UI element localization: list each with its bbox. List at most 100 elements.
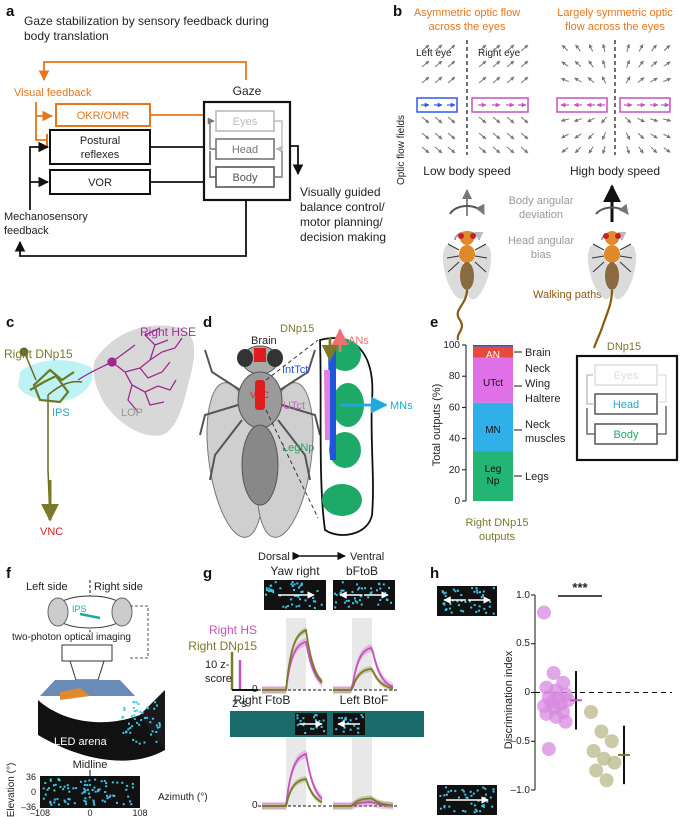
stimulus-dot: [123, 707, 126, 709]
led-arena-label: LED arena: [54, 736, 107, 748]
flow-vector: [506, 132, 515, 140]
haltere-target-label: Haltere: [525, 393, 560, 405]
brain-label: Brain: [251, 335, 277, 347]
stimulus-dot: [457, 589, 459, 592]
stimulus-dot: [367, 596, 370, 599]
stimulus-period: [286, 734, 306, 806]
stimulus-dot: [136, 709, 139, 712]
stimulus-dot: [466, 796, 469, 799]
flow-vector: [520, 146, 529, 154]
flow-vector: [588, 60, 594, 68]
time-scale-label: 2 s: [232, 698, 247, 710]
stimulus-dot: [44, 793, 47, 796]
high-speed-label: High body speed: [570, 164, 660, 178]
stimulus-dot: [101, 799, 104, 802]
rotation-arrow-low: [449, 203, 485, 215]
panel-d-label: d: [203, 314, 212, 331]
panel-g-label: g: [203, 565, 212, 582]
flow-vector: [637, 117, 645, 123]
stimulus-dot: [86, 784, 89, 787]
gaze-label: Gaze: [233, 84, 262, 98]
flow-vector: [626, 59, 631, 68]
midline-label: Midline: [73, 759, 108, 771]
stimulus-dot: [92, 799, 95, 802]
stimulus-dot: [359, 595, 362, 598]
stimulus-dot: [482, 786, 485, 789]
stimulus-dot: [293, 589, 295, 591]
flow-vector: [447, 132, 456, 140]
stimulus-dot: [342, 589, 345, 592]
stimulus-dot: [270, 590, 273, 593]
flow-vector: [447, 60, 456, 68]
stimulus-dot: [445, 608, 448, 611]
dorsal-label: Dorsal: [258, 551, 290, 563]
stimulus-dot: [88, 796, 91, 799]
dnp15-label: DNp15: [280, 323, 314, 335]
stimulus-dot: [370, 591, 373, 594]
stimulus-dot: [131, 715, 133, 718]
panel-h-label: h: [430, 565, 439, 582]
stimulus-dot: [296, 717, 299, 720]
stimulus-dot: [313, 716, 316, 719]
bar-segment-mn: [473, 402, 513, 452]
stimulus-dot: [462, 610, 465, 613]
stimulus-dot: [97, 790, 100, 793]
stimulus-dot: [268, 590, 270, 593]
stimulus-dot: [476, 591, 479, 594]
right-hs-sem-band: [333, 798, 393, 810]
bar-segment-utct: [473, 357, 513, 403]
stimulus-dot: [274, 581, 277, 584]
stimulus-dot: [94, 778, 97, 781]
stimulus-dot: [135, 740, 138, 743]
stimulus-dot: [290, 583, 293, 586]
panel-g: g Yaw right bFtoB Right HS Right DNp15 1…: [188, 564, 424, 811]
azim-tick-108: 108: [132, 808, 147, 817]
left-eye-highlight-low: [416, 97, 458, 113]
stimulus-dot: [297, 595, 300, 598]
stimulus-dot: [318, 720, 321, 723]
azim-tick-0: 0: [87, 808, 92, 817]
stimulus-dot: [370, 587, 373, 590]
ips-region: [18, 360, 93, 402]
stimulus-dot: [349, 728, 352, 731]
stimulus-dot: [52, 784, 55, 787]
panel-a-title-line1: Gaze stabilization by sensory feedback d…: [24, 14, 269, 28]
stimulus-dot: [448, 607, 451, 610]
stimulus-dot: [379, 599, 382, 601]
flow-vector: [587, 117, 595, 123]
angular-dev-line2: deviation: [519, 209, 563, 221]
panel-a-label: a: [6, 3, 15, 20]
stimulus-dot: [475, 589, 478, 592]
postural-line2: reflexes: [81, 149, 120, 161]
seg-leg-line2: Np: [487, 476, 500, 487]
stimulus-dot: [477, 609, 480, 612]
flow-vector: [421, 116, 430, 124]
bar-segment-leg-np: [473, 451, 513, 501]
stimulus-dot: [100, 780, 103, 783]
stimulus-dot: [293, 594, 296, 597]
stimulus-dot: [68, 798, 71, 801]
flow-vector: [478, 44, 487, 52]
stimulus-dot: [347, 599, 350, 602]
stimulus-dot: [298, 722, 301, 725]
seg-utct-label: UTct: [483, 378, 503, 389]
flow-vector: [574, 60, 582, 68]
stimulus-dot: [79, 780, 82, 783]
right-dnp15-trace: [333, 797, 394, 807]
stimulus-dot: [56, 798, 59, 801]
right-eye-highlight-high: [619, 97, 671, 113]
seg-mn-label: MN: [485, 425, 501, 436]
stimulus-dot: [443, 603, 446, 606]
stimulus-dot: [132, 706, 135, 709]
stimulus-dot: [458, 796, 460, 799]
stimulus-dot: [290, 598, 293, 601]
stimulus-dot: [474, 808, 477, 811]
stimulus-dot: [49, 778, 52, 781]
stimulus-dot: [122, 803, 125, 806]
stimulus-dot: [335, 601, 337, 604]
stimulus-dot: [50, 803, 53, 806]
stimulus-dot: [68, 790, 71, 793]
elev-tick-0: 0: [31, 787, 36, 797]
